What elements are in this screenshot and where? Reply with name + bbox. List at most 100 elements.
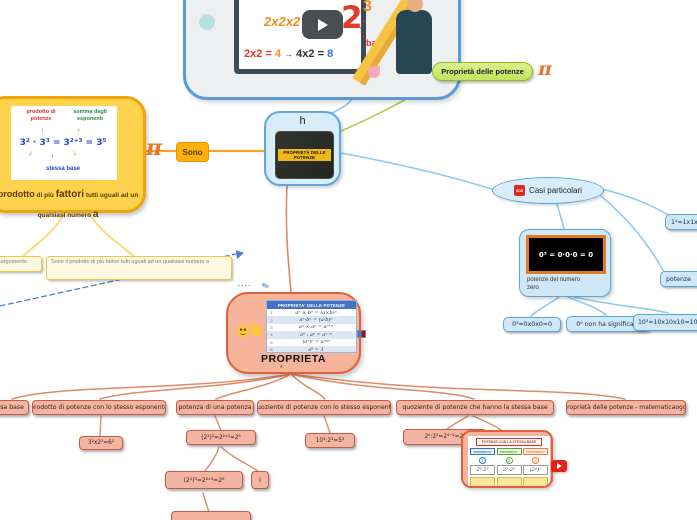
row-formula: (aⁿ)ᵖ = aⁿˣᵖ [302,339,330,346]
up-arrow-icon: ↑ [77,128,81,135]
table-row: 5 (aⁿ)ᵖ = aⁿˣᵖ [267,339,356,346]
row-number: 6 [270,347,273,353]
picture-attachment-icon[interactable] [357,330,366,338]
column-formula: (2⁵)² [523,465,548,475]
image-formula: 3² · 3³ = 3²⁺³ = 3⁵ [19,138,107,148]
formula-part: 8 [327,48,334,60]
column-number: 3 [532,456,539,464]
powers-product-image: prodotto di potenze somma degli esponent… [11,106,117,180]
pi-icon: π [146,135,163,161]
info-note-chip[interactable]: i [251,471,269,489]
branch-label-matematicaoggi[interactable]: Proprietà delle potenze - matematicaoggi [566,400,686,415]
text-part: prodotto [0,189,35,199]
node-potenze-stessa-base-card[interactable]: POTENZE CON LA STESSA BASE PROPRIETA' 1 … [461,430,553,488]
branch-label-quoziente-base[interactable]: quoziente di potenze che hanno la stessa… [396,400,554,415]
table-row: 1 aⁿ × bⁿ = (a×b)ⁿ [267,309,356,316]
clipped-box [496,477,522,486]
branch-label-stessa-base[interactable]: prodotto di potenze con la stessa base [0,400,29,415]
row-number: 1 [270,310,273,316]
column-label: PROPRIETA' [496,448,522,455]
down-arrow-icon: ↓ [27,149,34,158]
example-chip-zero-cubed[interactable]: 0³=0x0x0=0 [503,317,561,332]
down-arrow-icon: ↓ [71,149,78,158]
up-arrow-icon: ↑ [41,128,45,135]
down-arrow-icon: ↓ [51,152,55,159]
node-potenze-del-numero-zero[interactable]: 0³ = 0·0·0 = 0 potenze del numero zero [519,229,611,297]
branch-label-quoziente-esponente[interactable]: quoziente di potenze con lo stesso espon… [257,400,391,415]
smiley-emoji-icon [237,325,249,337]
clipped-box [523,477,548,486]
branch-label-stesso-esponente[interactable]: prodotto di potenze con lo stesso espone… [32,400,166,415]
card-diagram-image: POTENZE CON LA STESSA BASE PROPRIETA' 1 … [468,436,550,486]
row-formula: aⁿ × bⁿ = (a×b)ⁿ [295,309,337,316]
example-chip[interactable]: (2²)³=2²ˣ³=2⁶ [186,430,256,445]
branch-node-proprieta[interactable]: PROPRIETA' DELLE POTENZE 1 aⁿ × bⁿ = (a×b… [226,292,366,374]
edge-chip-one-power[interactable]: 1¹=1x1x1=1 [665,214,697,230]
table-row: 2 aⁿ·bⁿ = (a·b)ⁿ [267,316,356,324]
example-chip[interactable]: (2²)³=2²ˣ³=2⁶ [165,471,243,489]
column-number: 1 [479,456,486,464]
diagram-column: PROPRIETA' 2 2⁵:2² [496,448,522,486]
text-part: di più [34,192,56,199]
branch-node-casi-particolari[interactable]: SOS Casi particolari [492,177,604,204]
power-exponent-text: 3 [363,0,372,15]
chalkboard-image: PROPRIETÀ DELLE POTENZE [275,131,334,179]
text-part: fattori [55,189,85,200]
example-chip-ten-cubed[interactable]: 10³=10x10x10=1000 [633,314,697,331]
diagram-title: POTENZE CON LA STESSA BASE [476,438,542,446]
definition-node-prodotto-di-potenze[interactable]: prodotto di potenze somma degli esponent… [0,96,146,220]
video-thumbnail-node[interactable]: 2x2x2 2 3 base 2x2 = 4 → 4x2 = 8 [183,0,461,100]
formula-part: 2x2 = [244,48,272,60]
clipped-box [470,477,495,486]
relation-label-sono[interactable]: Sono [176,142,209,162]
thumbs-up-emoji-icon [252,326,261,336]
diagram-column: PROPRIETA' 1 2⁵·2² [470,448,495,486]
row-formula: aⁿ × aᵖ = aⁿ⁺ᵖ [298,324,334,331]
edge-chip-potenze[interactable]: potenze [660,271,697,287]
column-formula: 2⁵:2² [496,465,522,475]
diagram-column: PROPRIETA' 3 (2⁵)² [523,448,548,486]
text-part: tutti uguali ad un qualsiasi numero [37,192,139,219]
note-chip-definizione[interactable]: Sono il prodotto di più fattori tutti ug… [46,256,232,280]
row-formula: aⁿ : aᵖ = aⁿ⁻ᵖ [300,331,332,338]
table-row: 4 aⁿ : aᵖ = aⁿ⁻ᵖ [267,331,356,339]
formula-part: 4x2 = [296,48,324,60]
example-chip-clipped[interactable] [171,511,251,520]
definition-text: prodotto di più fattori tutti uguali ad … [0,183,143,223]
topic-pill-proprieta-delle-potenze[interactable]: Proprietà delle potenze [432,62,533,81]
sos-icon: SOS [514,185,526,196]
youtube-play-icon[interactable] [551,460,567,472]
node-label: Casi particolari [529,186,582,195]
column-label: PROPRIETA' [470,448,495,455]
whiteboard-illustration [234,0,366,74]
image-caption: stessa base [45,166,81,172]
video-formula-bottom: 2x2 = 4 → 4x2 = 8 [244,48,333,60]
node-title: h [299,115,306,127]
table-row: 3 aⁿ × aᵖ = aⁿ⁺ᵖ [267,324,356,331]
example-chip[interactable]: 3²x2²=6² [79,436,123,450]
decorative-dot [199,14,215,30]
video-formula-top: 2x2x2 [264,14,301,29]
row-formula: a⁰ = 1 [308,346,324,353]
central-node-h[interactable]: h PROPRIETÀ DELLE POTENZE [264,111,341,186]
table-title: PROPRIETA' DELLE POTENZE [267,301,356,309]
note-chip-titolo[interactable]: titoloargomento [0,256,42,272]
branch-label-potenza-di-potenza[interactable]: potenza di una potenza [176,400,254,415]
pencil-tip-illustration [368,66,380,78]
image-label-green: somma degli esponenti [73,109,107,122]
row-number: 3 [270,324,273,330]
row-number: 2 [270,317,273,323]
row-number: 4 [270,332,273,338]
column-label: PROPRIETA' [523,448,548,455]
zero-power-image: 0³ = 0·0·0 = 0 [526,235,606,274]
row-number: 5 [270,339,273,345]
example-chip[interactable]: 10³:2³=5³ [305,433,355,448]
row-formula: aⁿ·bⁿ = (a·b)ⁿ [299,317,333,324]
node-caption: potenze del numero zero [527,277,581,291]
text-part: a [92,209,99,220]
column-formula: 2⁵·2² [470,465,495,475]
chalkboard-banner-text: PROPRIETÀ DELLE POTENZE [278,149,331,161]
play-icon[interactable] [302,10,343,39]
column-number: 2 [505,456,513,464]
